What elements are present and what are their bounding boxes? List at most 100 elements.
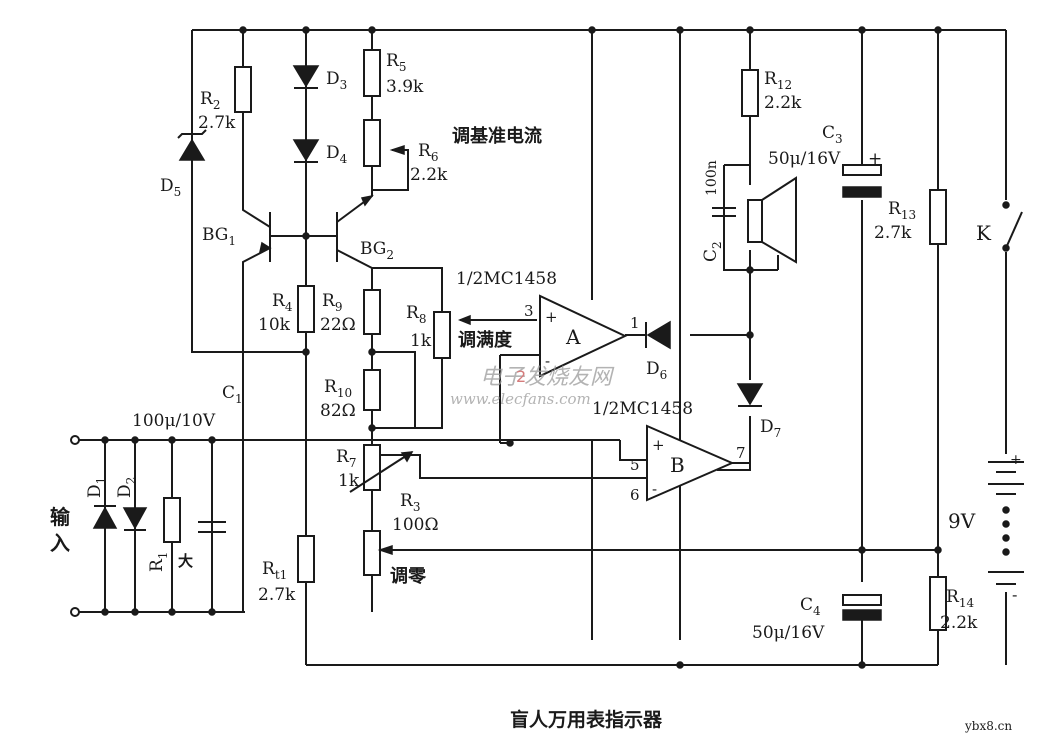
r3-label: R3 — [400, 491, 420, 514]
resistor-rt1-symbol — [297, 535, 315, 583]
switch-k-label: K — [976, 221, 992, 245]
opamp-a-plus: + — [545, 308, 558, 326]
r8-value: 1k — [410, 331, 432, 351]
adjust-full-scale-label: 调满度 — [458, 329, 513, 351]
resistor-r2-symbol — [234, 66, 252, 113]
resistor-r8-symbol — [433, 311, 451, 359]
adjust-reference-current-label: 调基准电流 — [452, 125, 542, 147]
r10-value: 82Ω — [320, 401, 356, 421]
opamp-a-symbol — [539, 294, 628, 378]
r14-value: 2.2k — [940, 613, 978, 633]
r6-label: R6 — [418, 141, 438, 164]
resistor-r14-symbol — [929, 576, 947, 631]
diode-d7-symbol — [736, 383, 764, 406]
resistor-r6-symbol — [363, 119, 381, 167]
bg2-label: BG2 — [360, 239, 394, 262]
capacitor-c4-symbol — [842, 594, 882, 606]
input-terminal-top — [70, 435, 80, 445]
resistor-r10-symbol — [363, 369, 381, 411]
resistor-r7-symbol — [363, 444, 381, 491]
d5-label: D5 — [160, 176, 181, 199]
capacitor-c3-symbol — [842, 164, 882, 176]
r12-label: R12 — [764, 69, 792, 92]
d7-label: D7 — [760, 417, 781, 440]
resistor-r5-symbol — [363, 49, 381, 97]
battery-plus: + — [1010, 452, 1022, 468]
diode-d4-symbol — [292, 139, 320, 162]
c3-label: C3 — [822, 123, 843, 146]
r7-variable-arrow — [400, 451, 414, 463]
opamp-b-pin7: 7 — [736, 444, 746, 462]
watermark-red: 2 — [516, 367, 526, 386]
watermark-main: 电子发烧友网 — [480, 365, 615, 390]
diagram-caption: 盲人万用表指示器 — [510, 708, 663, 731]
junctions — [70, 26, 942, 669]
opamp-a-minus: - — [545, 352, 550, 370]
r4-label: R4 — [272, 291, 293, 314]
c1-value: 100μ/10V — [132, 411, 216, 431]
diodes — [92, 65, 764, 531]
opamp-a-name: A — [565, 325, 581, 349]
opamp-b-part: 1/2MC1458 — [592, 399, 693, 419]
r1-value: 大 — [178, 552, 193, 570]
transistors — [258, 194, 374, 254]
opamp-b-plus: + — [652, 436, 665, 454]
r9-label: R9 — [322, 291, 342, 314]
input-label-line1: 输 — [50, 505, 71, 529]
adjust-zero-label: 调零 — [390, 566, 427, 587]
r3-wiper-arrow — [377, 544, 393, 556]
r3-value: 100Ω — [392, 515, 439, 535]
c2-label: C2 — [701, 241, 724, 262]
bg1-label: BG1 — [202, 225, 236, 248]
r10-label: R10 — [324, 377, 352, 400]
diode-d2-symbol — [122, 507, 148, 530]
watermark-sub: www.elecfans.com — [450, 390, 591, 408]
speaker-icon — [747, 176, 797, 264]
d3-label: D3 — [326, 69, 347, 92]
opamp-a-pin3: 3 — [524, 302, 534, 320]
labels: R2 2.7k D5 D3 D4 R5 3.9k R6 2.2k 调基准电流 B… — [50, 51, 1022, 643]
r8-wiper-arrow — [457, 314, 471, 326]
opamp-b-name: B — [670, 453, 685, 477]
d1-label: D1 — [85, 477, 108, 498]
bg2-emitter-arrow — [360, 194, 374, 207]
diode-d5-symbol — [178, 138, 206, 161]
opamp-a-part: 1/2MC1458 — [456, 269, 557, 289]
c1-label: C1 — [222, 383, 243, 406]
battery-icon — [988, 461, 1024, 585]
r9-value: 22Ω — [320, 315, 356, 335]
opamps — [539, 294, 750, 502]
watermark: 电子发烧友网 www.elecfans.com 2 — [450, 365, 615, 408]
input-terminal-bottom — [70, 607, 80, 617]
rt1-value: 2.7k — [258, 585, 296, 605]
opamp-b-minus: - — [652, 480, 657, 498]
r14-label: R14 — [946, 587, 974, 610]
battery-minus: - — [1012, 585, 1017, 604]
r2-label: R2 — [200, 89, 220, 112]
c3-plus: + — [868, 149, 882, 169]
r6-value: 2.2k — [410, 165, 448, 185]
diode-d1-symbol — [92, 506, 118, 529]
rt1-label: Rt1 — [262, 559, 287, 582]
r7-value: 1k — [338, 471, 360, 491]
d4-label: D4 — [326, 143, 348, 166]
r1-label: R1 — [147, 552, 170, 572]
c4-label: C4 — [800, 595, 821, 618]
r4-value: 10k — [258, 315, 291, 335]
capacitors — [198, 164, 882, 621]
r13-label: R13 — [888, 199, 916, 222]
resistor-r3-symbol — [363, 530, 381, 576]
battery-voltage: 9V — [948, 509, 976, 533]
resistor-r12-symbol — [741, 69, 759, 117]
diode-d3-symbol — [292, 65, 320, 88]
r13-value: 2.7k — [874, 223, 912, 243]
opamp-a-pin1: 1 — [630, 314, 640, 332]
c4-value: 50μ/16V — [752, 623, 825, 643]
diode-d6-symbol — [646, 320, 671, 350]
c2-value: 100n — [704, 160, 720, 196]
resistor-r1-symbol — [163, 497, 181, 543]
resistor-r9-symbol — [363, 289, 381, 335]
r6-wiper-arrow — [389, 144, 405, 156]
opamp-b-pin5: 5 — [630, 456, 640, 474]
